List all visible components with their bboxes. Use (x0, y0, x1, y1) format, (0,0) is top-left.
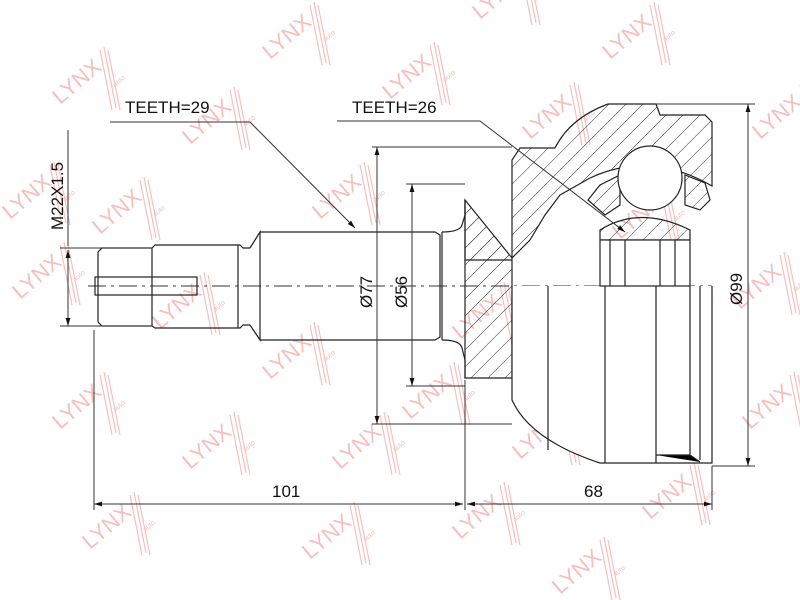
spline-shaft (260, 200, 466, 378)
teeth-26-label: TEETH=26 (352, 98, 437, 117)
thread-label: M22X1.5 (48, 162, 67, 230)
leaders (110, 120, 626, 233)
dia-99-label: Ø99 (727, 273, 746, 305)
dimensions (60, 103, 755, 510)
dia-77-label: Ø77 (357, 276, 376, 308)
outer-housing (464, 103, 713, 464)
teeth-29-label: TEETH=29 (125, 98, 210, 117)
length-101-label: 101 (272, 482, 300, 501)
inner-race (587, 145, 711, 287)
dia-56-label: Ø56 (392, 276, 411, 308)
length-68-label: 68 (584, 482, 603, 501)
